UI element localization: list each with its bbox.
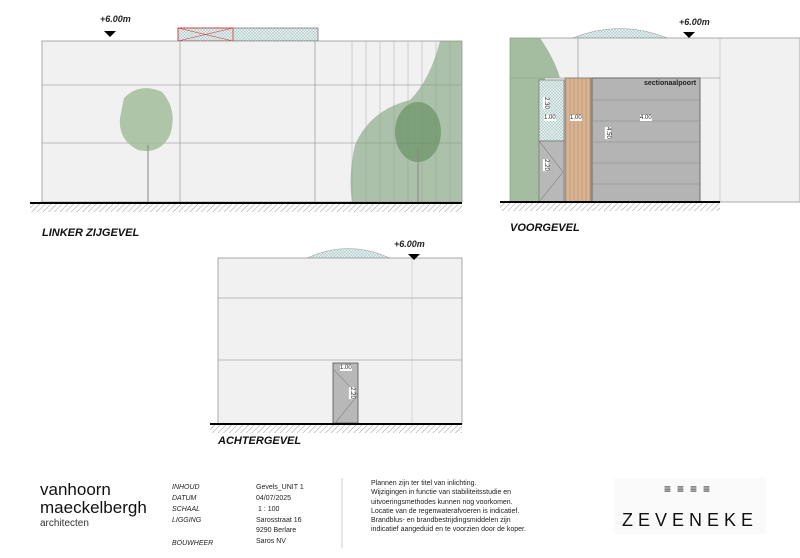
tree-icon: [395, 102, 441, 162]
dim-window-height: 2.30: [542, 97, 549, 109]
dim-door-height: 2.20: [542, 159, 549, 171]
disclaimer-notes: Plannen zijn ter titel van inlichting. W…: [371, 480, 526, 534]
front-elevation: [500, 28, 800, 211]
firm-subtitle: architecten: [40, 518, 89, 529]
level-label: +6.00m: [100, 14, 131, 24]
tree-icon: [119, 88, 173, 151]
field-key: DATUM: [172, 495, 197, 502]
gate-label: sectionaalpoort: [644, 80, 697, 87]
field-value: Saros NV: [256, 538, 286, 545]
dim-w3: 4.00: [640, 115, 652, 121]
window: [538, 79, 565, 142]
dim-gate-height: 4.50: [604, 127, 611, 139]
field-key: LIGGING: [172, 517, 202, 524]
dim-width: 1.00: [340, 365, 352, 371]
field-value: 9290 Berlare: [256, 527, 297, 534]
dim-w2: 1.00: [570, 115, 582, 121]
level-label: +6.00m: [394, 239, 425, 249]
sectional-gate: [591, 77, 701, 203]
door: [538, 140, 565, 203]
field-value: 04/07/2025: [256, 495, 292, 502]
back-elevation: [210, 248, 463, 433]
view-title-front: VOORGEVEL: [510, 222, 580, 234]
field-value: Sarosstraat 16: [256, 517, 302, 524]
field-value: 1 : 100: [258, 506, 280, 513]
field-value: Gevels_UNIT 1: [256, 484, 304, 491]
field-key: SCHAAL: [172, 506, 201, 513]
dim-w1: 1.00: [544, 115, 556, 121]
roof-unit: [177, 27, 319, 42]
client-mark-icon: ≡≡≡≡: [663, 482, 716, 496]
view-title-left: LINKER ZIJGEVEL: [42, 227, 140, 239]
field-key: INHOUD: [172, 484, 200, 491]
client-logo: ≡≡≡≡ ZEVENEKE: [614, 478, 766, 534]
dim-height: 2.20: [348, 387, 355, 399]
left-elevation: [30, 27, 463, 212]
view-title-back: ACHTERGEVEL: [218, 435, 302, 447]
field-key: BOUWHEER: [172, 540, 214, 547]
level-label: +6.00m: [679, 17, 710, 27]
wood-cladding: [564, 77, 592, 203]
